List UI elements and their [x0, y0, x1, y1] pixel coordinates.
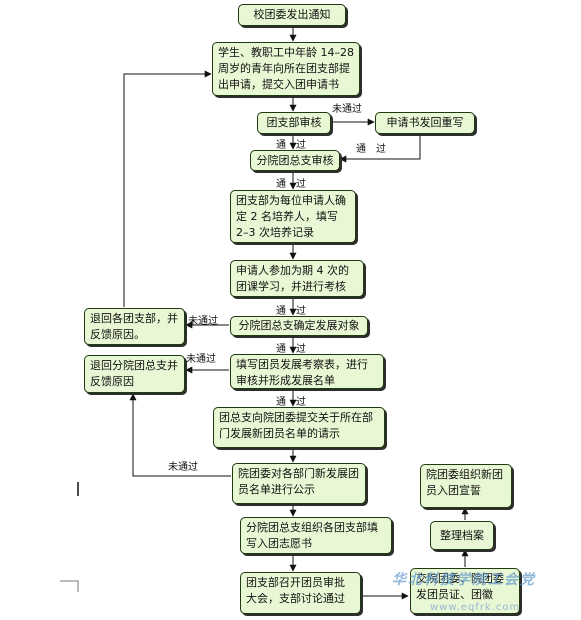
node-oath: 院团委组织新团员入团宣誓: [420, 464, 512, 508]
watermark-cn: 华北科技学院工会党: [392, 572, 536, 588]
label-pass-course: 通 过: [276, 306, 306, 317]
node-assign-trainer: 团支部为每位申请人确定 2 名培养人，填写 2–3 次培养记录: [230, 190, 356, 243]
label-fail-publicize: 未通过: [168, 462, 198, 473]
node-return-branch: 退回各团支部，并反馈原因。: [84, 308, 185, 345]
label-pass-college-review: 通 过: [276, 179, 306, 190]
node-submit-request: 团总支向院团委提交关于所在部门发展新团员名单的请示: [213, 407, 385, 448]
node-issue-docs: 交院团委、院团委发团员证、团徽: [410, 568, 520, 614]
node-branch-meeting: 团支部召开团员审批大会，支部讨论通过: [240, 572, 361, 614]
node-return-redo: 申请书发回重写: [375, 112, 475, 134]
node-notice: 校团委发出通知: [238, 4, 346, 26]
node-archive: 整理档案: [430, 521, 494, 550]
node-fill-form: 填写团员发展考察表，进行审核并形成发展名单: [230, 354, 384, 389]
node-return-college: 退回分院团总支并反馈原因: [84, 355, 185, 393]
label-pass-fill-form: 通 过: [276, 397, 306, 408]
label-fail-confirm-target: 未通过: [188, 316, 218, 327]
node-publicize: 院团委对各部门新发展团员名单进行公示: [232, 463, 366, 504]
node-volunteer-form: 分院团总支组织各团支部填写入团志愿书: [240, 517, 392, 554]
label-pass-return-redo: 通 过: [356, 144, 386, 155]
node-branch-review: 团支部审核: [257, 112, 331, 134]
node-course-study: 申请人参加为期 4 次的团课学习，并进行考核: [230, 260, 364, 297]
node-confirm-target: 分院团总支确定发展对象: [230, 316, 368, 336]
node-college-review: 分院团总支审核: [250, 150, 340, 171]
label-pass-confirm-target: 通 过: [276, 344, 306, 355]
label-pass-branch-review: 通 过: [276, 140, 306, 151]
watermark-url: www.eqfrk.com: [430, 602, 521, 613]
label-fail-fill-form: 未通过: [186, 354, 216, 365]
label-fail-branch-review: 未通过: [332, 104, 362, 115]
node-apply: 学生、教职工中年龄 14–28 周岁的青年向所在团支部提出申请，提交入团申请书: [212, 42, 360, 96]
